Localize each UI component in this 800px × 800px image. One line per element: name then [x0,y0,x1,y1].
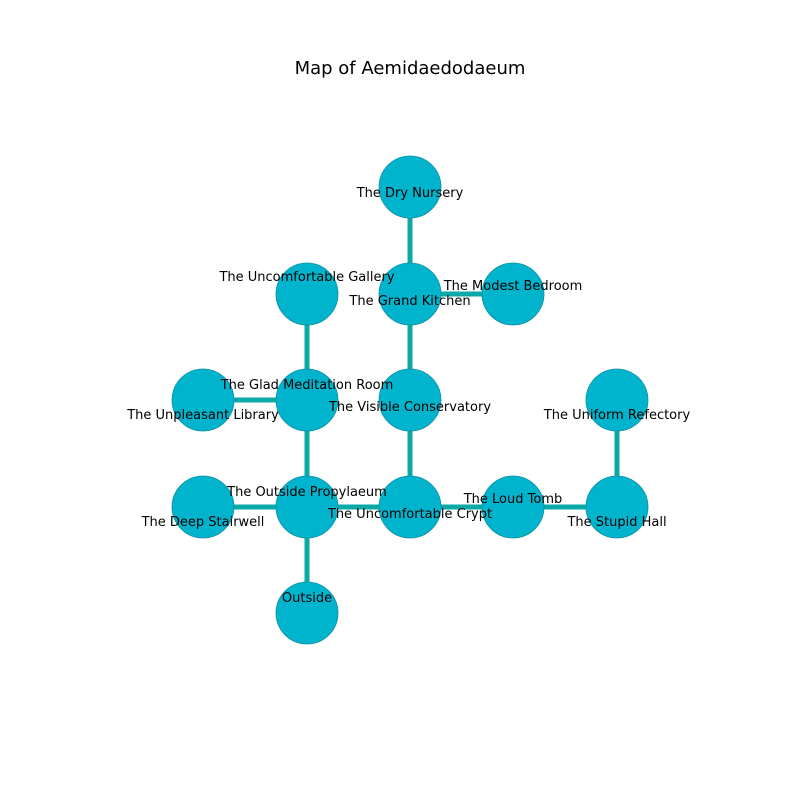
room-label-uncomfortable-gallery: The Uncomfortable Gallery [218,270,394,285]
room-node-visible-conservatory [378,368,442,432]
room-node-unpleasant-library [171,368,235,432]
room-label-unpleasant-library: The Unpleasant Library [126,408,279,423]
room-node-uncomfortable-crypt [378,475,442,539]
room-node-uniform-refectory [585,368,649,432]
room-label-stupid-hall: The Stupid Hall [566,515,666,530]
room-label-outside: Outside [282,591,332,606]
room-label-uniform-refectory: The Uniform Refectory [543,408,691,423]
room-node-modest-bedroom [481,262,545,326]
room-node-loud-tomb [481,475,545,539]
room-node-uncomfortable-gallery [275,262,339,326]
room-label-deep-stairwell: The Deep Stairwell [141,515,265,530]
room-node-grand-kitchen [378,262,442,326]
room-node-glad-meditation-room [275,368,339,432]
room-label-modest-bedroom: The Modest Bedroom [443,279,583,294]
room-label-dry-nursery: The Dry Nursery [356,186,464,201]
room-node-outside [275,581,339,645]
map-title: Map of Aemidaedodaeum [295,58,526,79]
room-node-stupid-hall [585,475,649,539]
room-label-uncomfortable-crypt: The Uncomfortable Crypt [327,507,492,522]
room-node-deep-stairwell [171,475,235,539]
room-label-outside-propylaeum: The Outside Propylaeum [226,485,387,500]
room-node-dry-nursery [378,155,442,219]
room-node-outside-propylaeum [275,475,339,539]
rooms-layer [171,155,649,645]
room-label-grand-kitchen: The Grand Kitchen [348,294,470,309]
room-label-glad-meditation-room: The Glad Meditation Room [220,378,394,393]
room-label-visible-conservatory: The Visible Conservatory [328,400,491,415]
room-label-loud-tomb: The Loud Tomb [463,492,563,507]
